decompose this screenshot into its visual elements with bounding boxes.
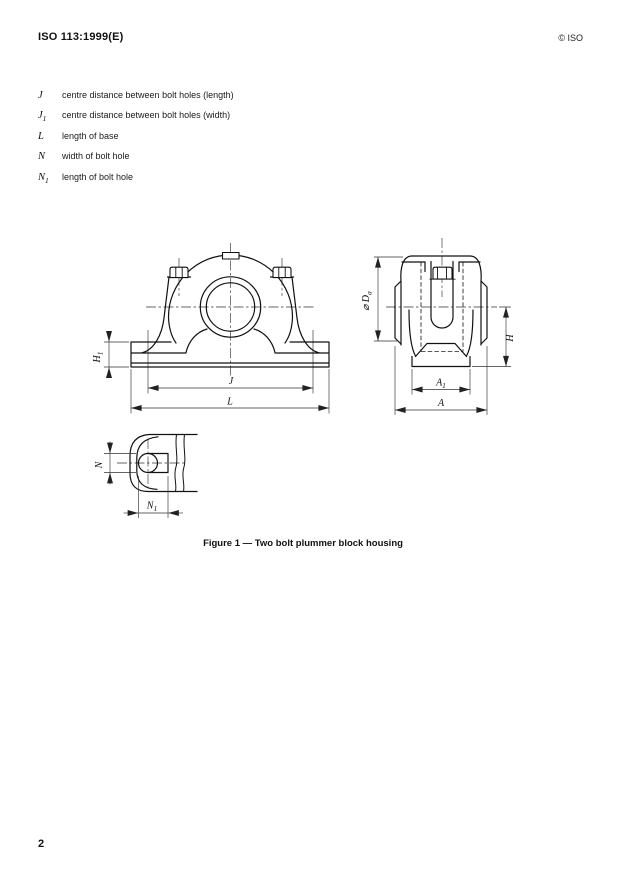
- centerlines-front: [146, 243, 316, 377]
- cap-seam: [401, 261, 481, 273]
- dim-extensions-side: [374, 256, 511, 415]
- bolt-hole-centerlines: [147, 330, 314, 394]
- dim-label-N1: N1: [146, 501, 157, 514]
- dim-label-H1: H1: [92, 352, 105, 364]
- page-number: 2: [38, 838, 45, 850]
- base-outline: [130, 341, 330, 368]
- dim-label-A: A: [437, 398, 445, 409]
- side-bolt-head: [432, 266, 453, 280]
- bore-inner-circle: [205, 282, 256, 332]
- copyright-notice: © ISO: [558, 33, 583, 43]
- bolt-slot: [430, 260, 454, 329]
- dim-label-Da: ⌀ Da: [361, 291, 374, 311]
- dim-label-N: N: [94, 460, 105, 469]
- definition-text: centre distance between bolt holes (leng…: [62, 90, 234, 100]
- fillet-hooks-side: [408, 309, 474, 357]
- symbol-L: L: [38, 130, 44, 142]
- bore-outer-circle: [199, 276, 262, 338]
- symbol-N: N: [38, 151, 46, 163]
- centerlines-detail: [117, 439, 185, 488]
- dim-extensions-front: [104, 341, 330, 414]
- definition-row: J1 centre distance between bolt holes (wi…: [38, 107, 458, 123]
- definition-row: N1 length of bolt hole: [38, 169, 458, 185]
- definition-text: width of bolt hole: [62, 151, 130, 162]
- detail-outer-contour: [129, 433, 198, 493]
- symbol-J: J: [38, 90, 43, 101]
- dim-label-L: L: [226, 397, 233, 408]
- definition-text: length of bolt hole: [62, 171, 134, 182]
- figure-caption: Figure 1 — Two bolt plummer block housin…: [203, 538, 403, 549]
- left-bolt-facets: [175, 267, 183, 278]
- grease-plug: [221, 251, 240, 260]
- spherical-seat-bulges: [394, 280, 488, 345]
- bolt-hole-slot: [147, 452, 169, 474]
- left-bolt-head: [169, 266, 189, 279]
- side-view: ⌀ Da H A1 A: [361, 238, 516, 415]
- side-body-outline: [400, 255, 482, 346]
- dim-label-J: J: [229, 376, 234, 387]
- symbol-N1: N1: [38, 171, 49, 185]
- front-view: H1 J L: [92, 243, 330, 414]
- right-bolt-facets: [278, 267, 286, 278]
- hidden-lines-side: [420, 262, 464, 352]
- detail-inner-contour: [136, 436, 159, 490]
- doc-number: ISO 113:1999(E): [38, 31, 124, 43]
- dim-extensions-detail: [104, 453, 169, 518]
- dim-label-A1: A1: [435, 378, 446, 391]
- definition-text: centre distance between bolt holes (widt…: [62, 110, 231, 121]
- definition-text: length of base: [62, 130, 119, 141]
- dim-label-H: H: [505, 334, 516, 343]
- symbol-J1: J1: [38, 110, 47, 124]
- figure-1-drawing: H1 J L ⌀ Da H A1 A: [92, 238, 516, 518]
- right-bolt-head: [272, 266, 292, 279]
- side-bolt-facets: [429, 267, 456, 280]
- side-base-outline: [411, 342, 471, 368]
- centerlines-side: [386, 238, 497, 308]
- bolt-hole-detail: N N1: [94, 433, 198, 518]
- break-lines: [174, 434, 186, 492]
